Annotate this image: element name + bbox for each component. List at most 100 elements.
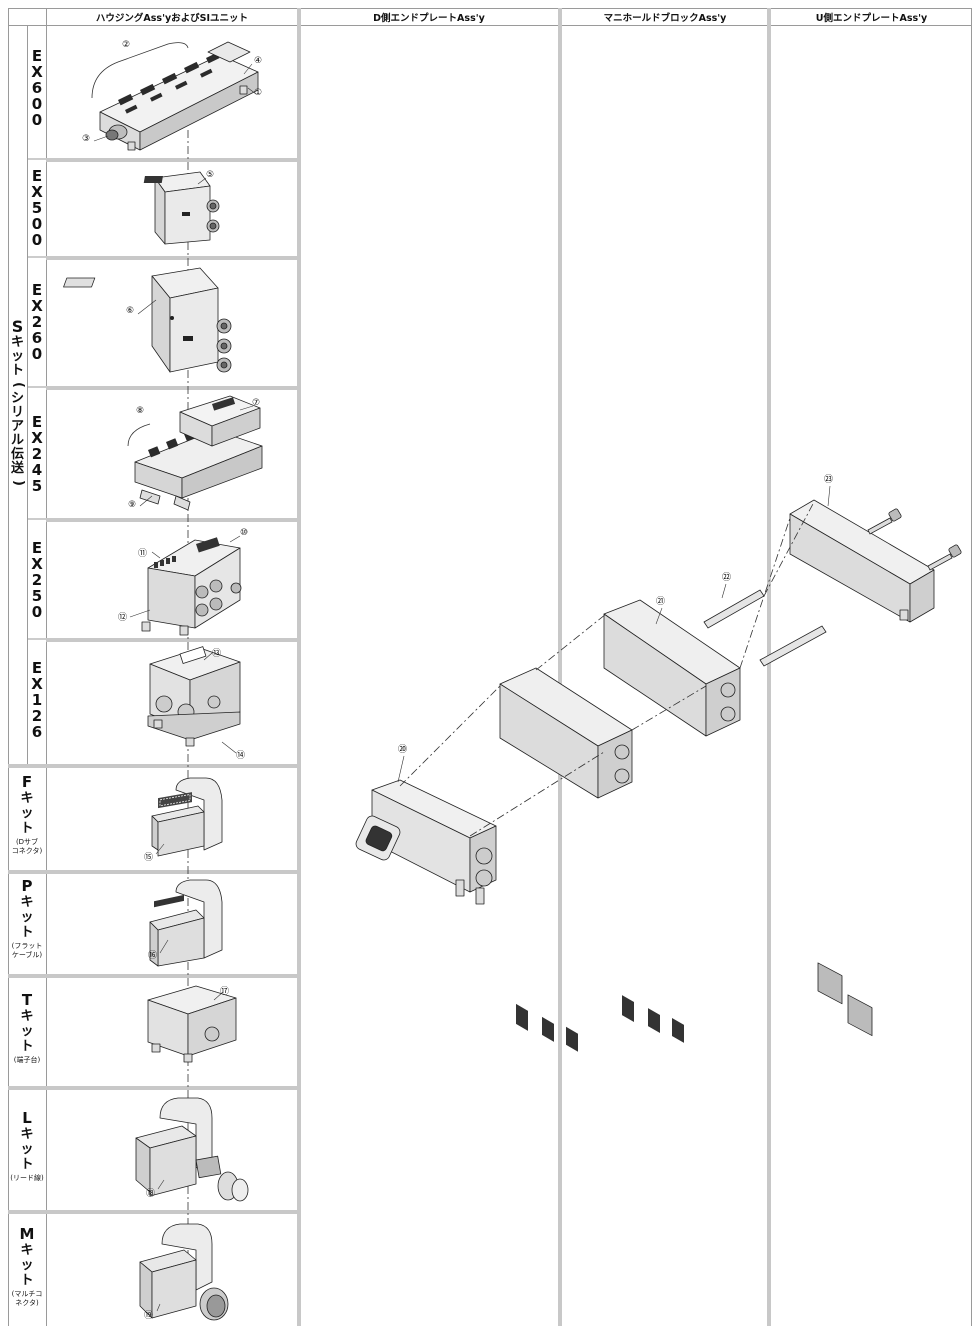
s-kit-char: ア (11, 420, 24, 434)
callout-20: ⑳ (398, 742, 407, 755)
kit-char: キ (20, 895, 33, 910)
series-char: 6 (28, 330, 46, 346)
kit-letter: T (22, 992, 32, 1009)
series-char: 0 (28, 346, 46, 362)
ex500-unit (144, 172, 219, 244)
series-label-ex260: E X 2 6 0 (28, 282, 46, 362)
s-kit-char: シ (11, 392, 24, 406)
ex260-unit (64, 268, 231, 372)
s-kit-letter: S (12, 318, 24, 336)
series-char: 2 (28, 572, 46, 588)
kit-letter: L (22, 1110, 32, 1127)
series-char: 5 (28, 588, 46, 604)
callout-21: ㉑ (656, 594, 665, 607)
kit-note: (端子台) (14, 1056, 40, 1065)
series-char: E (28, 414, 46, 430)
series-char: 6 (28, 724, 46, 740)
ex600-assembly (92, 42, 258, 150)
callout-10: ⑩ (240, 528, 248, 538)
header-d-end-plate: D側エンドプレートAss'y (300, 8, 558, 25)
kit-char: ッ (20, 910, 33, 925)
p-kit-unit (150, 880, 222, 966)
callout-17: ⑰ (220, 984, 229, 997)
callout-9: ⑨ (128, 500, 136, 510)
kit-note: コネクタ) (12, 847, 42, 856)
kit-char: キ (20, 791, 33, 806)
kit-char: ト (20, 1039, 33, 1054)
callout-3: ③ (82, 134, 90, 144)
series-char: E (28, 168, 46, 184)
kit-letter: M (20, 1226, 35, 1243)
kit-note: (Dサブ (16, 838, 38, 847)
callout-5: ⑤ (206, 170, 214, 180)
series-char: 0 (28, 604, 46, 620)
series-char: X (28, 676, 46, 692)
series-char: 0 (28, 112, 46, 128)
series-label-ex600: E X 6 0 0 (28, 48, 46, 128)
s-kit-char: キ (11, 336, 24, 350)
kit-char: キ (20, 1127, 33, 1142)
series-label-ex126: E X 1 2 6 (28, 660, 46, 740)
kit-char: ト (20, 821, 33, 836)
ex245-assembly (128, 396, 262, 510)
kit-note: (マルチコ (12, 1290, 43, 1299)
kit-label-m: M キ ッ ト (マルチコ ネクタ) (8, 1226, 46, 1308)
callout-2: ② (122, 40, 130, 50)
kit-note: (フラット (12, 942, 43, 951)
series-char: 0 (28, 96, 46, 112)
series-char: 6 (28, 80, 46, 96)
series-char: X (28, 64, 46, 80)
series-char: 4 (28, 462, 46, 478)
series-char: 1 (28, 692, 46, 708)
series-char: 0 (28, 232, 46, 248)
kit-note: (リード線) (10, 1174, 43, 1183)
kit-note: ケーブル) (12, 951, 42, 960)
s-kit-char: リ (11, 406, 24, 420)
s-kit-char: ( (10, 382, 24, 388)
manifold-block-upper (604, 600, 740, 1043)
callout-15: ⑮ (144, 850, 153, 863)
kit-char: キ (20, 1243, 33, 1258)
column-separator (297, 8, 301, 1326)
callout-12: ⑫ (118, 610, 127, 623)
kit-label-p: P キ ッ ト (フラット ケーブル) (8, 878, 46, 960)
s-kit-char: ) (10, 480, 24, 486)
header-u-end-plate: U側エンドプレートAss'y (771, 8, 972, 25)
kit-char: ト (20, 1273, 33, 1288)
series-label-ex500: E X 5 0 0 (28, 168, 46, 248)
callout-14: ⑭ (236, 748, 245, 761)
column-separator (558, 8, 562, 1326)
callout-4: ④ (254, 56, 262, 66)
ex250-unit (142, 537, 241, 635)
series-label-ex245: E X 2 4 5 (28, 414, 46, 494)
series-char: E (28, 48, 46, 64)
ex126-unit (148, 647, 240, 746)
series-char: 0 (28, 216, 46, 232)
kit-label-t: T キ ッ ト (端子台) (8, 992, 46, 1065)
series-char: X (28, 556, 46, 572)
f-kit-unit (152, 778, 222, 856)
tie-rods (704, 590, 826, 666)
header-manifold-block: マニホールドブロックAss'y (562, 8, 768, 25)
s-kit-label: S キ ッ ト ( シ リ ア ル 伝 送 ) (8, 318, 27, 490)
s-kit-char: 送 (11, 462, 24, 476)
callout-7: ⑦ (252, 398, 260, 408)
callout-6: ⑥ (126, 306, 134, 316)
kit-char: ト (20, 1157, 33, 1172)
kit-char: ッ (20, 1142, 33, 1157)
m-kit-unit (140, 1224, 228, 1320)
series-char: E (28, 660, 46, 676)
callout-19: ⑲ (144, 1308, 153, 1321)
series-char: E (28, 282, 46, 298)
callout-16: ⑯ (148, 948, 157, 961)
s-kit-char: ル (11, 434, 24, 448)
s-kit-char: ッ (11, 350, 24, 364)
u-end-plate (790, 500, 934, 1036)
callout-1: ① (254, 88, 262, 98)
callout-13: ⑬ (212, 646, 221, 659)
series-label-ex250: E X 2 5 0 (28, 540, 46, 620)
d-end-plate (354, 780, 496, 904)
manifold-block-lower (500, 668, 632, 1052)
